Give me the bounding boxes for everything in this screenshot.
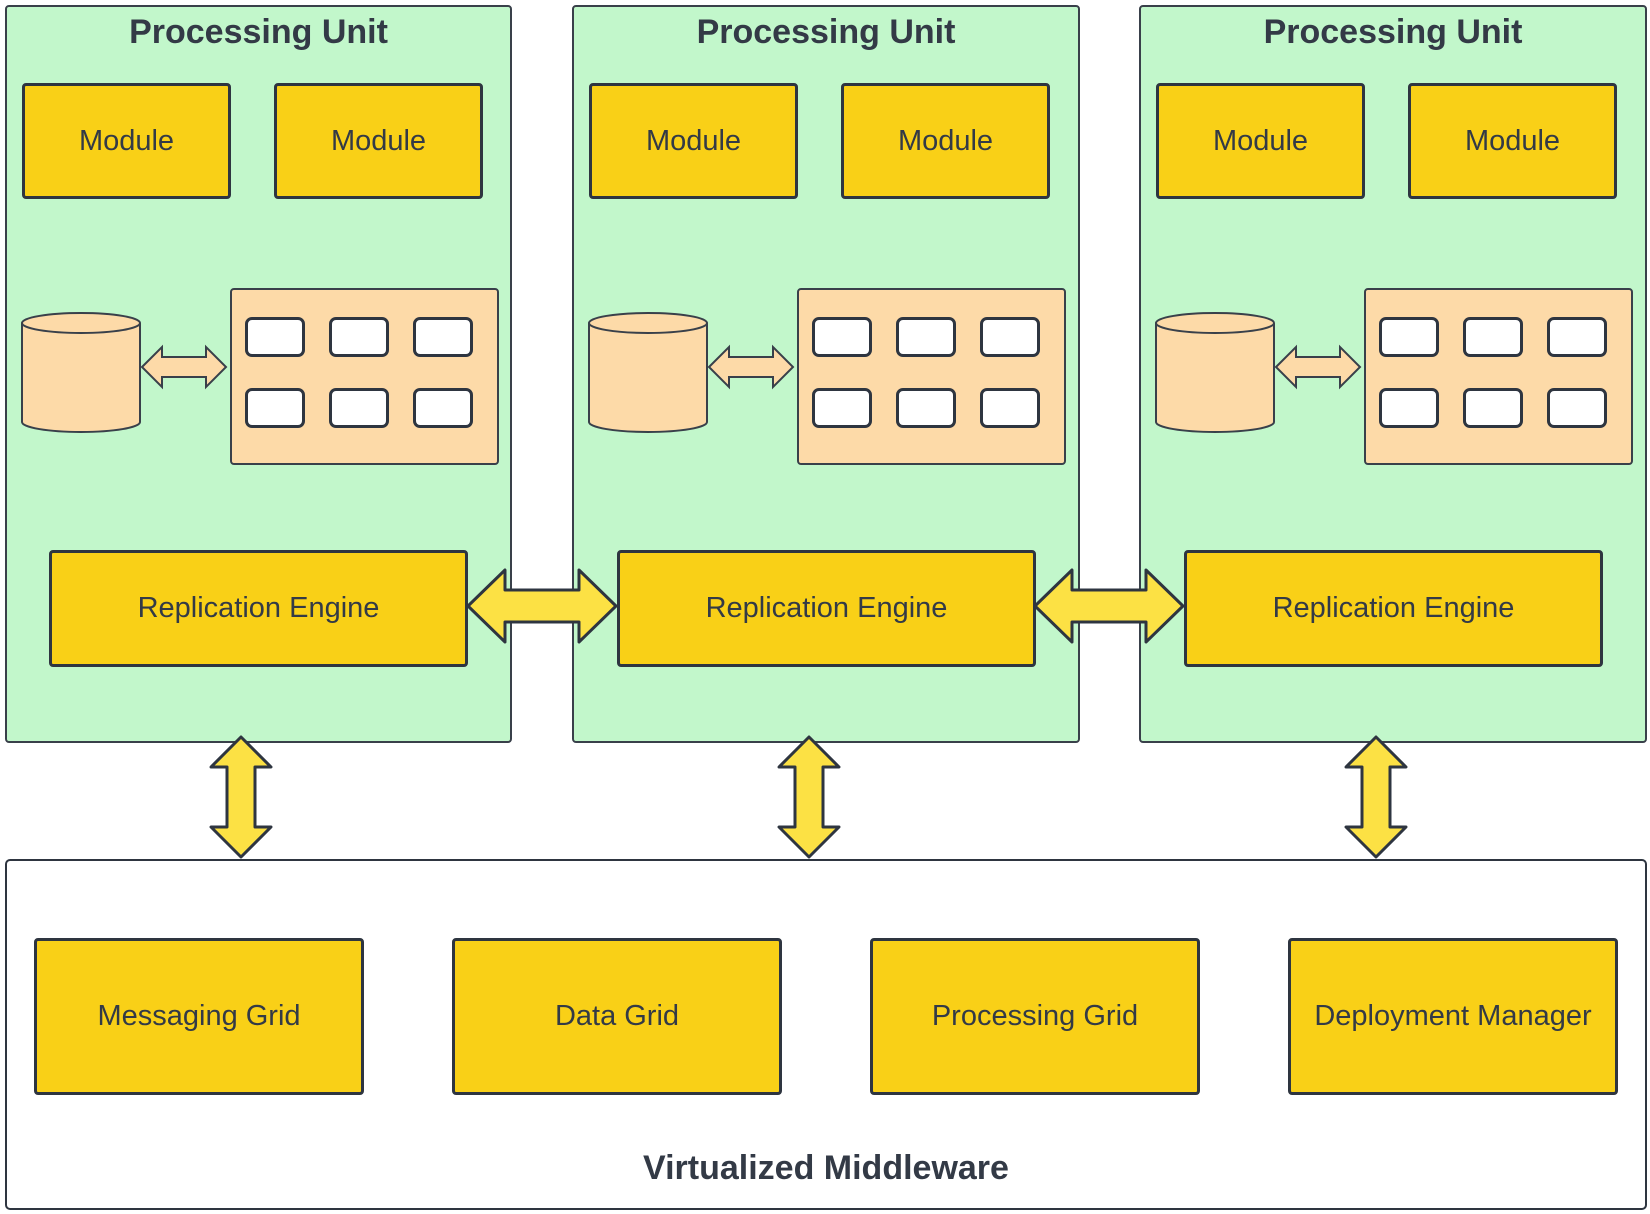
middleware-title: Virtualized Middleware [643, 1149, 1009, 1187]
database-icon [588, 312, 708, 433]
processing-unit-title: Processing Unit [1263, 13, 1523, 51]
module-box: Module [1156, 83, 1365, 199]
cache-slot [1547, 317, 1607, 357]
double-arrow-icon [707, 344, 795, 390]
in-memory-cache [230, 288, 499, 465]
cache-slot [1379, 388, 1439, 428]
module-box: Module [841, 83, 1050, 199]
replication-engine: Replication Engine [617, 550, 1036, 667]
double-arrow-icon [140, 344, 228, 390]
cache-slot [896, 388, 956, 428]
virtualized-middleware: Messaging Grid Data Grid Processing Grid… [5, 859, 1647, 1210]
processing-grid-box: Processing Grid [870, 938, 1200, 1095]
data-grid-box: Data Grid [452, 938, 782, 1095]
database-icon [21, 312, 141, 433]
module-box: Module [589, 83, 798, 199]
cache-slot [1379, 317, 1439, 357]
processing-unit-title: Processing Unit [129, 13, 388, 51]
cache-slot [245, 388, 305, 428]
cache-slot [1547, 388, 1607, 428]
vertical-double-arrow-icon [209, 735, 273, 859]
replication-double-arrow-icon [466, 568, 618, 644]
cache-slot [980, 317, 1040, 357]
cache-slot [896, 317, 956, 357]
database-icon [1155, 312, 1275, 433]
cache-slot [413, 388, 473, 428]
cache-slot [329, 388, 389, 428]
processing-unit-1: Processing Unit Module Module Replicatio… [5, 5, 512, 743]
in-memory-cache [797, 288, 1066, 465]
vertical-double-arrow-icon [1344, 735, 1408, 859]
replication-double-arrow-icon [1033, 568, 1185, 644]
messaging-grid-box: Messaging Grid [34, 938, 364, 1095]
cache-slot [812, 388, 872, 428]
cache-slot [980, 388, 1040, 428]
replication-engine: Replication Engine [1184, 550, 1603, 667]
cache-slot [329, 317, 389, 357]
cache-slot [1463, 388, 1523, 428]
cache-slot [413, 317, 473, 357]
vertical-double-arrow-icon [777, 735, 841, 859]
processing-unit-title: Processing Unit [696, 13, 956, 51]
module-box: Module [274, 83, 483, 199]
cache-slot [1463, 317, 1523, 357]
deployment-manager-box: Deployment Manager [1288, 938, 1618, 1095]
cache-slot [245, 317, 305, 357]
replication-engine: Replication Engine [49, 550, 468, 667]
in-memory-cache [1364, 288, 1633, 465]
double-arrow-icon [1274, 344, 1362, 390]
module-box: Module [22, 83, 231, 199]
module-box: Module [1408, 83, 1617, 199]
cache-slot [812, 317, 872, 357]
